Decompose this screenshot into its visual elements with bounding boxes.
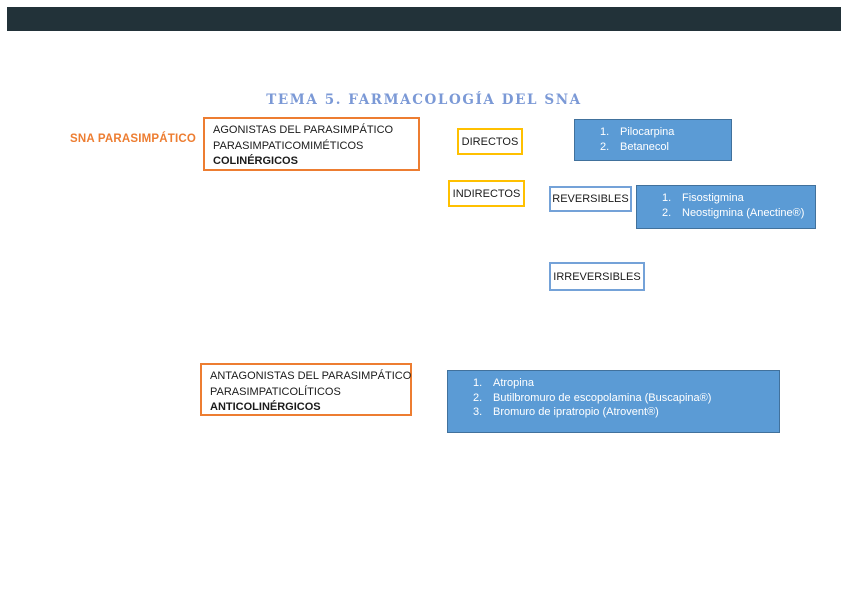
sna-parasimpatico-label: SNA PARASIMPÁTICO (70, 133, 197, 145)
list-number: 2. (662, 206, 672, 219)
drug-name: Betanecol (620, 140, 669, 153)
agonistas-line-1: AGONISTAS DEL PARASIMPÁTICO (213, 124, 394, 136)
list-item: 1. Fisostigmina (637, 191, 815, 206)
drug-name: Bromuro de ipratropio (Atrovent®) (493, 406, 659, 418)
reversibles-box: REVERSIBLES (549, 186, 632, 212)
list-item: 2. Butilbromuro de escopolamina (Buscapi… (448, 391, 779, 406)
agonistas-line-3: COLINÉRGICOS (213, 155, 298, 167)
directos-box: DIRECTOS (457, 128, 523, 155)
antagonistas-drugs-box: 1. Atropina 2. Butilbromuro de escopolam… (447, 370, 780, 433)
antagonistas-line-2: PARASIMPATICOLÍTICOS (210, 385, 341, 398)
drug-name: Atropina (493, 377, 534, 389)
reversibles-drugs-box: 1. Fisostigmina 2. Neostigmina (Anectine… (636, 185, 816, 229)
list-item: 1. Pilocarpina (575, 125, 731, 140)
agonistas-box: AGONISTAS DEL PARASIMPÁTICO PARASIMPATIC… (203, 117, 420, 171)
irreversibles-box: IRREVERSIBLES (549, 262, 645, 291)
drug-name: Neostigmina (Anectine®) (682, 206, 805, 219)
antagonistas-line-1: ANTAGONISTAS DEL PARASIMPÁTICO (210, 370, 412, 382)
page-title: TEMA 5. FARMACOLOGÍA DEL SNA (266, 92, 582, 108)
top-banner-bar (7, 7, 841, 31)
drug-name: Fisostigmina (682, 192, 744, 204)
list-item: 3. Bromuro de ipratropio (Atrovent®) (448, 405, 779, 420)
directos-drugs-box: 1. Pilocarpina 2. Betanecol (574, 119, 732, 161)
list-item: 1. Atropina (448, 376, 779, 391)
antagonistas-line-3: ANTICOLINÉRGICOS (210, 401, 321, 413)
list-number: 2. (600, 140, 610, 153)
indirectos-box: INDIRECTOS (448, 180, 525, 207)
list-number: 1. (473, 377, 483, 389)
list-item: 2. Betanecol (575, 140, 731, 155)
list-item: 2. Neostigmina (Anectine®) (637, 206, 815, 221)
drug-name: Pilocarpina (620, 126, 675, 138)
list-number: 2. (473, 391, 483, 404)
drug-name: Butilbromuro de escopolamina (Buscapina®… (493, 391, 712, 404)
antagonistas-box: ANTAGONISTAS DEL PARASIMPÁTICO PARASIMPA… (200, 363, 412, 416)
agonistas-line-2: PARASIMPATICOMIMÉTICOS (213, 139, 364, 152)
list-number: 1. (600, 126, 610, 138)
list-number: 1. (662, 192, 672, 204)
list-number: 3. (473, 406, 483, 418)
